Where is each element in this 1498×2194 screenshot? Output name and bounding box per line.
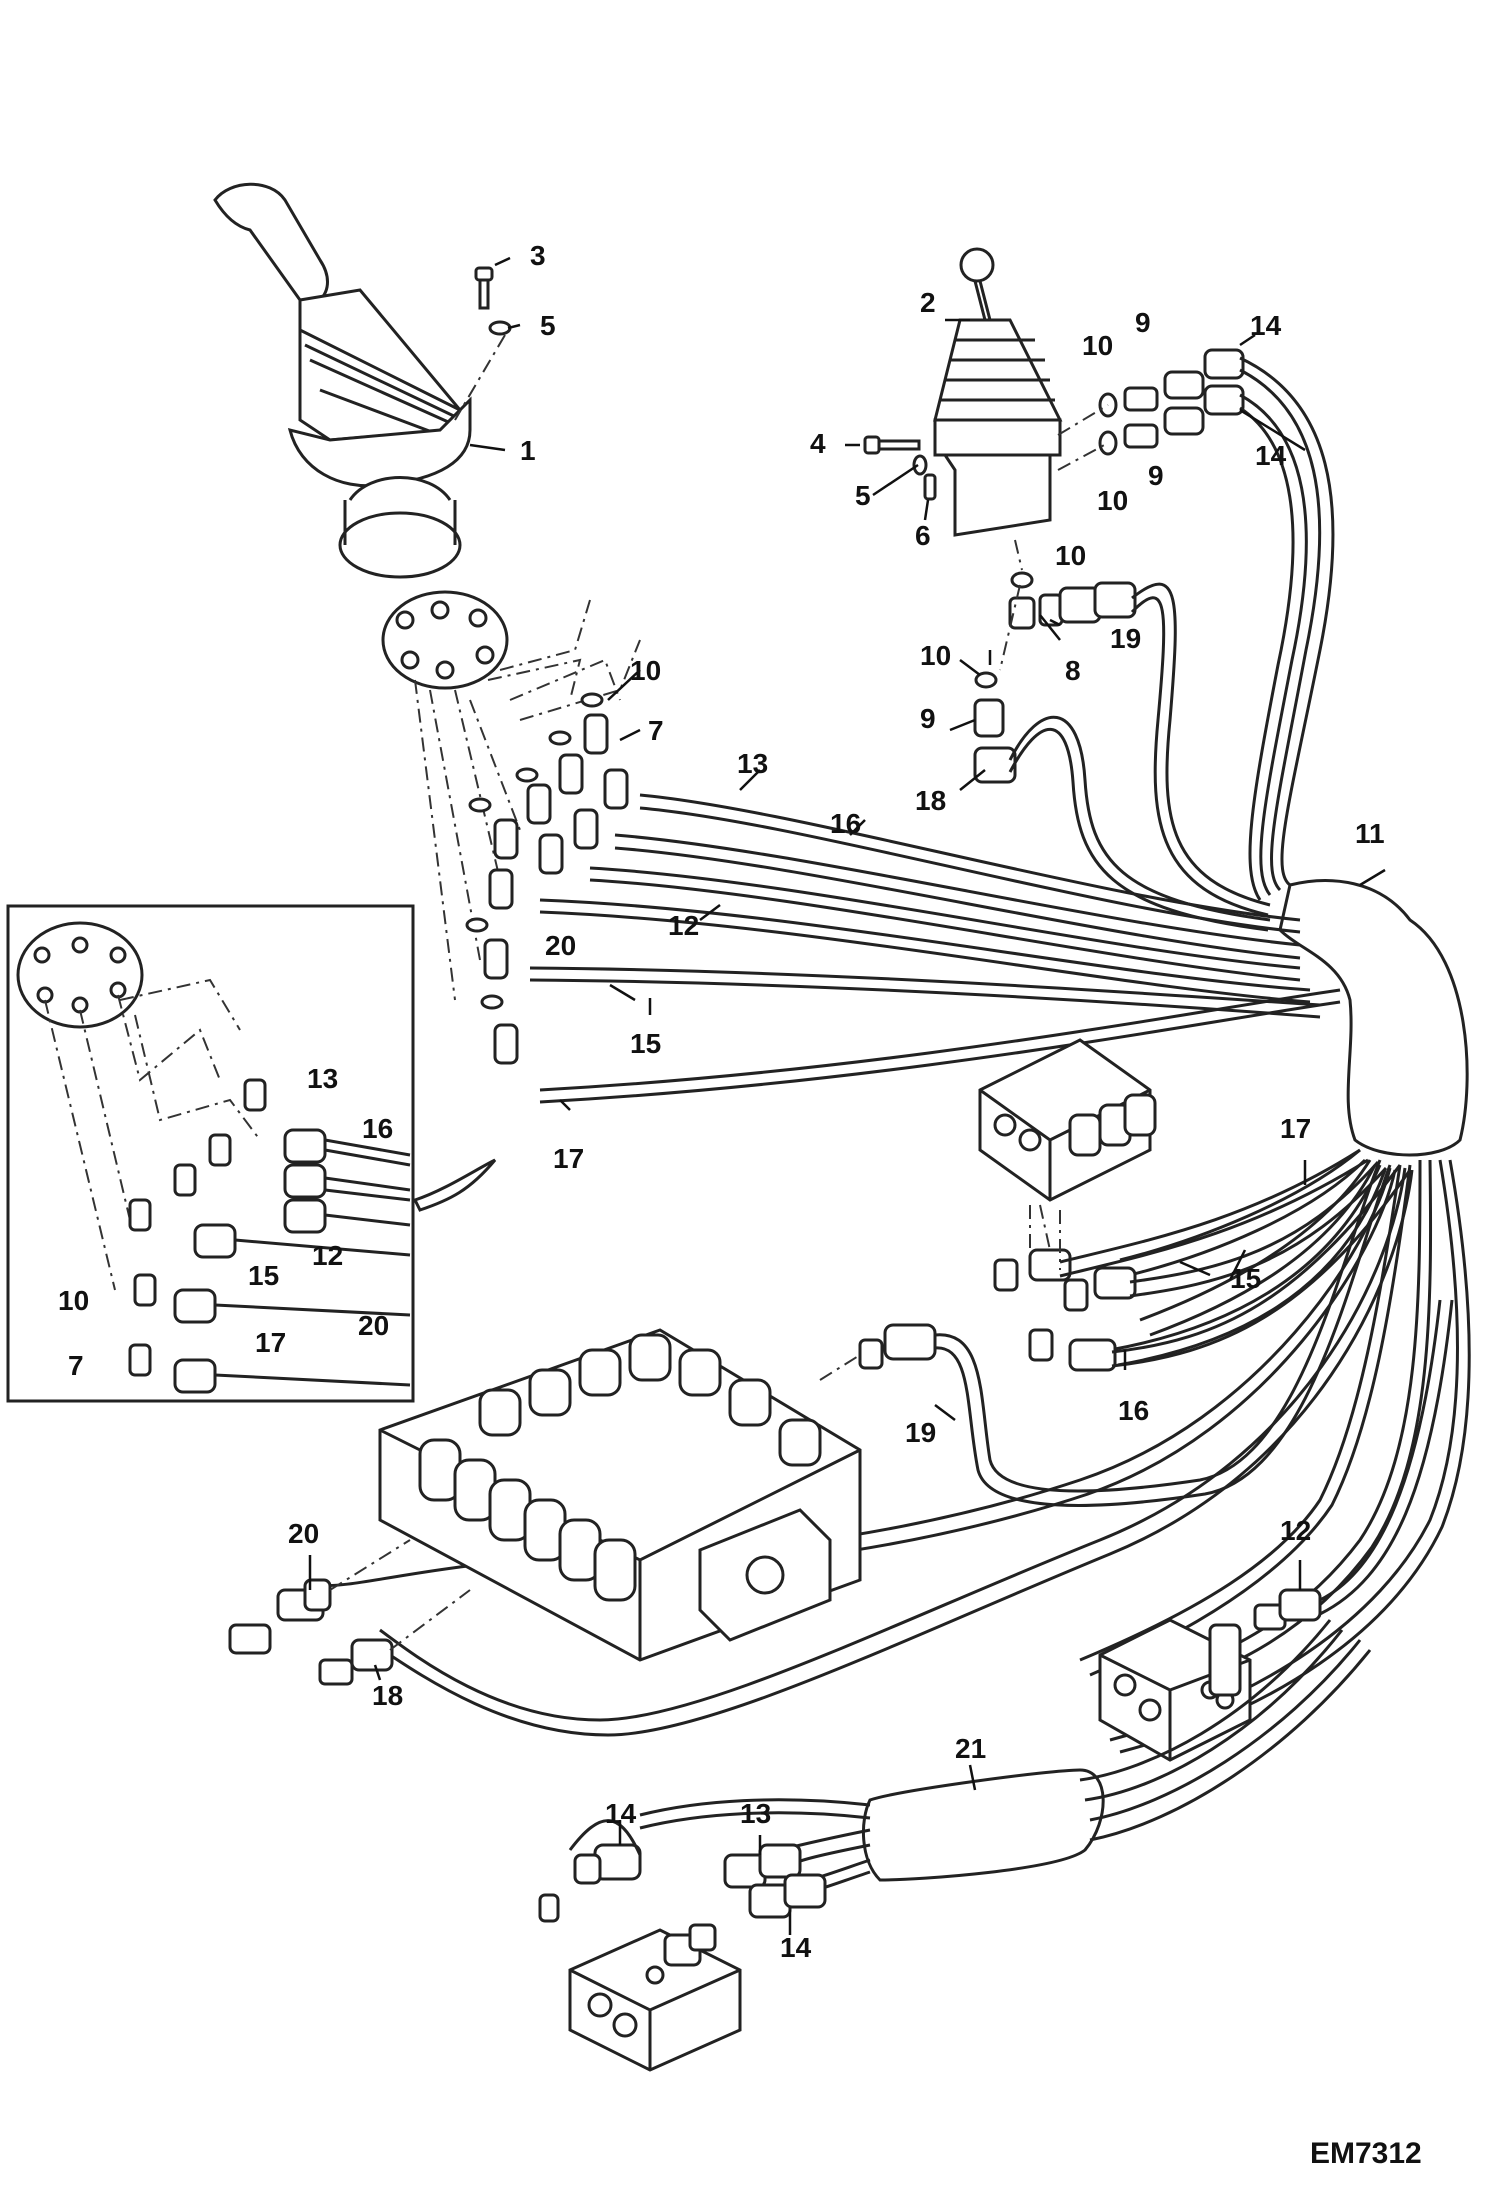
fittings-13-14-lower	[723, 1843, 827, 1919]
washer-5-right	[912, 454, 928, 476]
leader-lines	[308, 256, 1386, 1935]
callout-10: 10	[1097, 485, 1128, 516]
callout-14: 14	[1255, 440, 1287, 471]
callout-9: 9	[1148, 460, 1164, 491]
hoses-left-joystick	[529, 793, 1341, 1104]
callout-20: 20	[545, 930, 576, 961]
valve-upper-fittings	[993, 1204, 1137, 1372]
callout-labels: 1 2 3 4 5 5 6 7 7 8 9 9 9 10 10 10 10 10…	[58, 240, 1385, 1963]
callout-13: 13	[307, 1063, 338, 1094]
callout-15: 15	[248, 1260, 279, 1291]
callout-10: 10	[1055, 540, 1086, 571]
callout-2: 2	[920, 287, 936, 318]
hoses-to-upper-valve	[1059, 1148, 1412, 1368]
main-control-valve	[378, 1328, 862, 1662]
callout-10: 10	[630, 655, 661, 686]
callout-7: 7	[68, 1350, 84, 1381]
hose-sleeve-21	[861, 1768, 1105, 1882]
callout-9: 9	[1135, 307, 1151, 338]
callout-5: 5	[855, 480, 871, 511]
callout-21: 21	[955, 1733, 986, 1764]
callout-16: 16	[830, 808, 861, 839]
callout-1: 1	[520, 435, 536, 466]
valve-block-bottom	[568, 1923, 742, 2072]
callout-12: 12	[668, 910, 699, 941]
callout-9: 9	[920, 703, 936, 734]
hose-19-lower	[934, 1159, 1392, 1507]
callout-19: 19	[905, 1417, 936, 1448]
valve-fittings-lower-left	[228, 1539, 471, 1686]
detail-inset	[6, 904, 497, 1403]
callout-15: 15	[630, 1028, 661, 1059]
assembly-lines-left	[414, 599, 641, 1001]
valve-block-upper	[978, 1038, 1157, 1202]
callout-12: 12	[312, 1240, 343, 1271]
fitting-12-lower	[1253, 1588, 1322, 1631]
hoses-lower-sleeve-right	[1079, 1619, 1372, 1842]
washer-5-left	[488, 320, 512, 336]
callout-10: 10	[58, 1285, 89, 1316]
callout-10: 10	[920, 640, 951, 671]
callout-8: 8	[1065, 655, 1081, 686]
callout-12: 12	[1280, 1515, 1311, 1546]
screw-3	[474, 266, 494, 310]
callout-11: 11	[1355, 818, 1385, 849]
joystick-fittings-left	[465, 692, 629, 1065]
callout-14: 14	[605, 1798, 637, 1829]
callout-17: 17	[553, 1143, 584, 1174]
callout-13: 13	[737, 748, 768, 779]
callout-14: 14	[1250, 310, 1282, 341]
callout-5: 5	[540, 310, 556, 341]
joystick-fittings-right	[973, 348, 1245, 784]
callout-14: 14	[780, 1932, 812, 1963]
right-joystick-assembly	[933, 247, 1063, 537]
callout-20: 20	[358, 1310, 389, 1341]
callout-17: 17	[1280, 1113, 1311, 1144]
screw-4	[863, 435, 921, 455]
callout-17: 17	[255, 1327, 286, 1358]
fitting-14-lower-left	[538, 1819, 642, 1923]
callout-16: 16	[1118, 1395, 1149, 1426]
callout-18: 18	[915, 785, 946, 816]
hose-sleeve-11	[1278, 879, 1469, 1157]
callout-18: 18	[372, 1680, 403, 1711]
callout-20: 20	[288, 1518, 319, 1549]
callout-10: 10	[1082, 330, 1113, 361]
callout-4: 4	[810, 428, 826, 459]
left-joystick-assembly	[213, 182, 472, 579]
callout-6: 6	[915, 520, 931, 551]
fitting-19-upper	[819, 1323, 937, 1381]
pin-6	[923, 473, 937, 501]
callout-3: 3	[530, 240, 546, 271]
hoses-right-joystick	[1008, 356, 1335, 932]
callout-7: 7	[648, 715, 664, 746]
flange-ports	[395, 600, 495, 680]
figure-id: EM7312	[1310, 2137, 1422, 2170]
callout-16: 16	[362, 1113, 393, 1144]
callout-13: 13	[740, 1798, 771, 1829]
callout-19: 19	[1110, 623, 1141, 654]
callout-15: 15	[1230, 1263, 1261, 1294]
